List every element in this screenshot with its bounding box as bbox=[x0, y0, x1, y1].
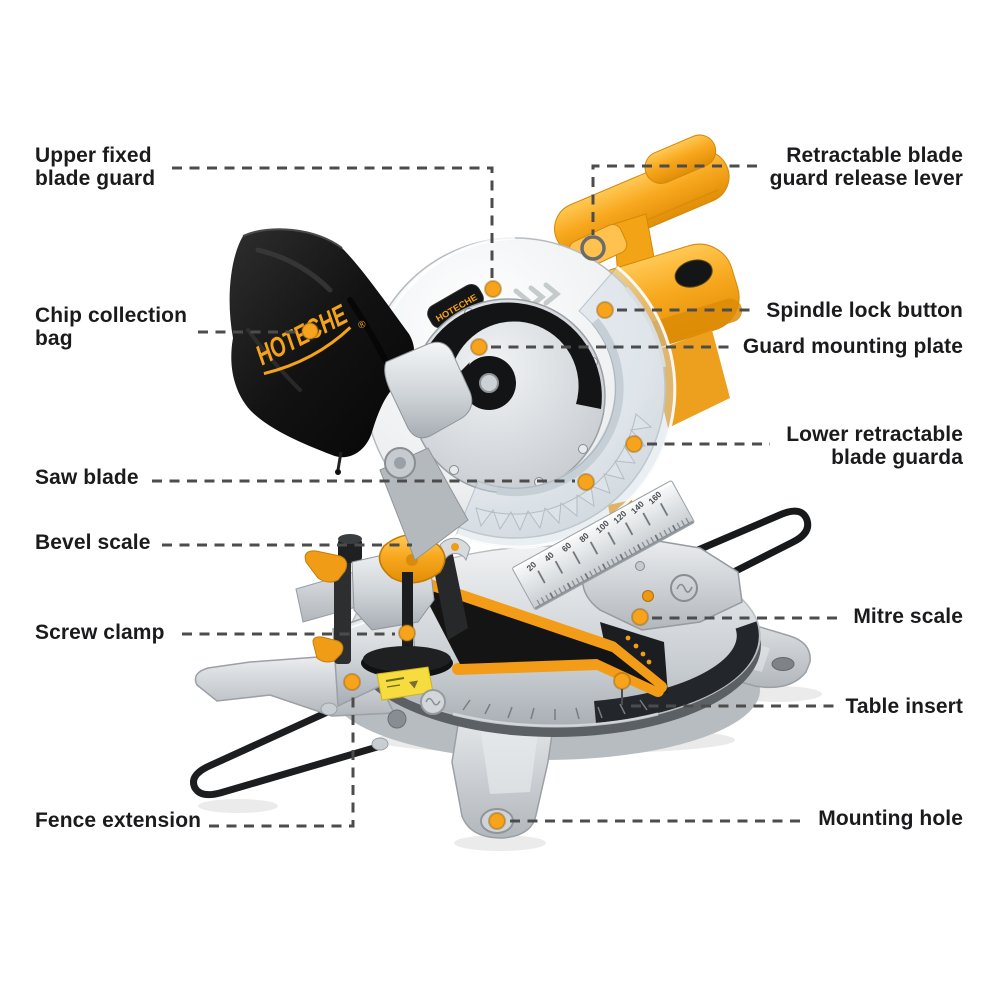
leader-lines bbox=[152, 164, 842, 828]
label-screw-clamp: Screw clamp bbox=[35, 621, 165, 644]
label-line: Table insert bbox=[845, 695, 963, 718]
clamp-wing-knob bbox=[312, 636, 344, 663]
warning-label bbox=[376, 666, 434, 701]
label-line: Mitre scale bbox=[853, 605, 963, 628]
mitre-degree-ticks bbox=[462, 699, 648, 720]
motor-vent bbox=[674, 259, 713, 288]
base-emblem bbox=[420, 689, 446, 715]
label-line: Saw blade bbox=[35, 466, 139, 489]
leader-fence-extension bbox=[209, 693, 355, 828]
marker-mitre-scale bbox=[631, 608, 649, 626]
right-foot-hole bbox=[771, 657, 795, 671]
guard-wire bbox=[624, 286, 666, 368]
mitre-ruler-fence: 20 40 60 80 100 120 140 160 bbox=[512, 480, 695, 610]
screw-clamp-rod bbox=[402, 572, 413, 650]
right-fence-extension-rod bbox=[680, 507, 812, 594]
table-insert-graphic bbox=[412, 575, 667, 697]
label-line: Guard mounting plate bbox=[742, 335, 963, 358]
guard-metal-band bbox=[496, 318, 624, 497]
label-fence-extension: Fence extension bbox=[35, 809, 201, 832]
leader-release-lever bbox=[591, 164, 757, 235]
label-line: bag bbox=[35, 327, 73, 350]
label-mitre-scale: Mitre scale bbox=[853, 605, 963, 628]
label-line: Fence extension bbox=[35, 809, 202, 832]
orange-screw bbox=[642, 590, 654, 602]
label-line: blade guarda bbox=[831, 446, 963, 469]
label-line: Lower retractable bbox=[786, 423, 963, 446]
label-line: Chip collection bbox=[35, 304, 188, 327]
label-lower-retractable-blade-guard: Lower retractable blade guarda bbox=[786, 423, 963, 469]
label-line: Upper fixed bbox=[35, 144, 152, 167]
marker-screw-clamp bbox=[398, 624, 416, 642]
label-line: Screw clamp bbox=[35, 621, 165, 644]
label-saw-blade: Saw blade bbox=[35, 466, 139, 489]
leader-upper-fixed-blade-guard bbox=[172, 166, 494, 279]
left-fence-extension-rod bbox=[190, 706, 388, 799]
dust-port bbox=[379, 341, 473, 561]
label-line: Bevel scale bbox=[35, 531, 151, 554]
chip-collection-bag-graphic: HOTECHE ® bbox=[229, 228, 415, 475]
label-retractable-blade-guard-release-lever: Retractable blade guard release lever bbox=[770, 144, 963, 190]
mitre-scale-marks bbox=[625, 635, 652, 665]
marker-spindle-lock-button bbox=[596, 301, 614, 319]
plate-black-crescent bbox=[423, 302, 602, 409]
arbor-bolt bbox=[479, 373, 499, 393]
label-bevel-scale: Bevel scale bbox=[35, 531, 151, 554]
lower-retractable-guard-graphic bbox=[455, 265, 677, 549]
bevel-wing-knob bbox=[304, 550, 348, 583]
marker-saw-blade bbox=[577, 473, 595, 491]
marker-mounting-hole bbox=[488, 812, 506, 830]
bevel-assembly bbox=[295, 534, 471, 678]
part-markers bbox=[301, 280, 649, 830]
marker-lower-retractable-blade-guard bbox=[625, 435, 643, 453]
marker-release-lever-ring bbox=[580, 235, 606, 261]
label-line: Mounting hole bbox=[818, 807, 963, 830]
marker-upper-fixed-blade-guard bbox=[484, 280, 502, 298]
saw-blade-teeth bbox=[475, 413, 653, 532]
marker-table-insert bbox=[613, 672, 631, 690]
marker-fence-extension bbox=[343, 673, 361, 691]
marker-guard-mounting-plate bbox=[470, 338, 488, 356]
guard-mounting-plate-graphic bbox=[410, 298, 606, 494]
label-line: blade guard bbox=[35, 167, 156, 190]
label-line: guard release lever bbox=[769, 167, 963, 190]
label-guard-mounting-plate: Guard mounting plate bbox=[743, 335, 963, 358]
label-mounting-hole: Mounting hole bbox=[818, 807, 963, 830]
label-line: Retractable blade bbox=[786, 144, 963, 167]
marker-chip-collection-bag bbox=[301, 322, 319, 340]
label-upper-fixed-blade-guard: Upper fixed blade guard bbox=[35, 144, 155, 190]
label-table-insert: Table insert bbox=[845, 695, 963, 718]
main-handle-grip bbox=[554, 150, 730, 256]
label-chip-collection-bag: Chip collection bag bbox=[35, 304, 187, 350]
label-spindle-lock-button: Spindle lock button bbox=[766, 299, 963, 322]
label-line: Spindle lock button bbox=[766, 299, 963, 322]
